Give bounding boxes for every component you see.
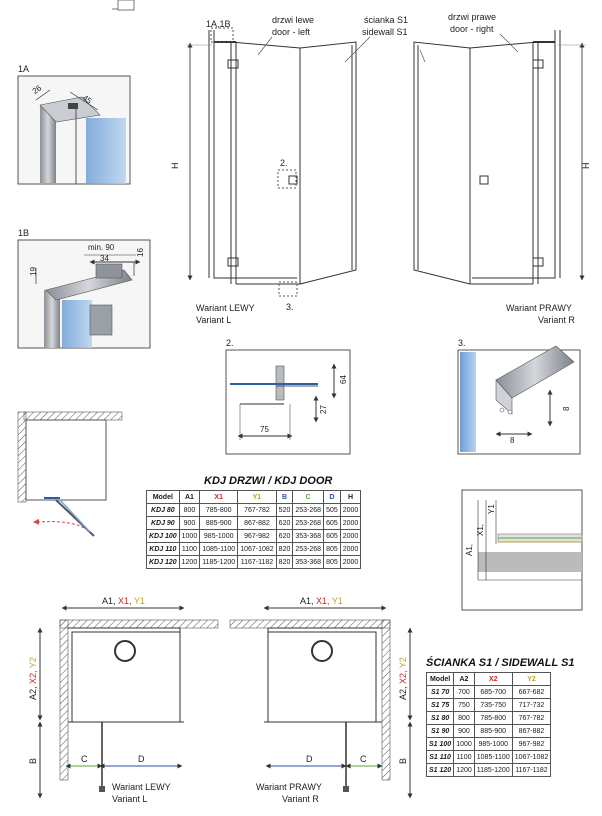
detail-3-title: 3. <box>458 338 466 348</box>
dim-75: 75 <box>260 425 269 434</box>
plan-left-c: C <box>81 754 88 764</box>
dim-8-vertical: 8 <box>562 406 571 411</box>
height-label-left: H <box>170 163 180 170</box>
height-label-right: H <box>581 163 591 170</box>
door-left-label-pl: drzwi lewe <box>272 15 314 25</box>
plan-right-vert-dims: A2, X2, Y2 <box>398 657 408 700</box>
plan-right-c: C <box>360 754 367 764</box>
detail-1a-title: 1A <box>18 64 29 74</box>
variant-right-pl: Wariant PRAWY <box>506 303 572 313</box>
door-table-header: Model A1 X1 Y1 B C D H <box>146 490 362 504</box>
detail-1a-1b-label: 1A,1B <box>206 19 231 29</box>
section-a1-label: A1, <box>465 544 474 556</box>
sidewall-table-title: ŚCIANKA S1 / SIDEWALL S1 <box>426 656 575 669</box>
door-left-label-en: door - left <box>272 27 311 37</box>
plan-left-top-dims: A1, X1, Y1 <box>102 596 145 606</box>
section-view <box>461 489 583 611</box>
dim-19: 19 <box>29 267 38 276</box>
plan-right-variant-pl: Wariant PRAWY <box>256 782 322 792</box>
dim-16: 16 <box>136 248 145 257</box>
detail-3-marker <box>278 281 298 297</box>
door-right-label-en: door - right <box>450 24 494 34</box>
elevation-left-variant <box>208 30 357 285</box>
plan-left-variant-pl: Wariant LEWY <box>112 782 171 792</box>
dim-8-horizontal: 8 <box>510 436 515 445</box>
dim-34: 34 <box>100 254 109 263</box>
detail-2-box <box>225 349 351 455</box>
dim-min90: min. 90 <box>88 243 115 252</box>
plan-view-right <box>229 605 413 799</box>
plan-right-variant-en: Variant R <box>282 794 319 804</box>
plan-right-d: D <box>306 754 313 764</box>
sidewall-table-header: Model A2 X2 Y2 <box>425 672 552 686</box>
plan-left-vert-dims: A2, X2, Y2 <box>28 657 38 700</box>
logo-fragment <box>112 0 135 11</box>
section-x1-label: X1, <box>476 524 485 536</box>
dim-64: 64 <box>339 375 348 384</box>
detail-1a-box <box>17 75 131 185</box>
detail-3-box <box>457 345 581 455</box>
plan-left-b: B <box>28 758 38 764</box>
elevation-right-variant <box>413 30 561 285</box>
variant-left-pl: Wariant LEWY <box>196 303 255 313</box>
ref-3-label: 3. <box>286 302 294 312</box>
sidewall-label-pl: ścianka S1 <box>364 15 408 25</box>
variant-right-en: Variant R <box>538 315 575 325</box>
section-y1-label: Y1 <box>487 504 496 514</box>
plan-left-d: D <box>138 754 145 764</box>
variant-left-en: Variant L <box>196 315 231 325</box>
plan-right-b: B <box>398 758 408 764</box>
plan-view-left <box>37 605 219 799</box>
ref-2-label: 2. <box>280 158 288 168</box>
detail-2-title: 2. <box>226 338 234 348</box>
door-table-title: KDJ DRZWI / KDJ DOOR <box>204 475 332 487</box>
sidewall-label-en: sidewall S1 <box>362 27 408 37</box>
plan-left-variant-en: Variant L <box>112 794 147 804</box>
detail-1a-1b-marker <box>210 27 234 43</box>
detail-2-marker <box>277 169 297 189</box>
dim-27: 27 <box>319 405 328 414</box>
plan-right-top-dims: A1, X1, Y1 <box>300 596 343 606</box>
detail-1b-title: 1B <box>18 228 29 238</box>
door-right-label-pl: drzwi prawe <box>448 12 496 22</box>
door-swing-plan <box>17 411 123 537</box>
detail-1b-box <box>17 239 151 349</box>
